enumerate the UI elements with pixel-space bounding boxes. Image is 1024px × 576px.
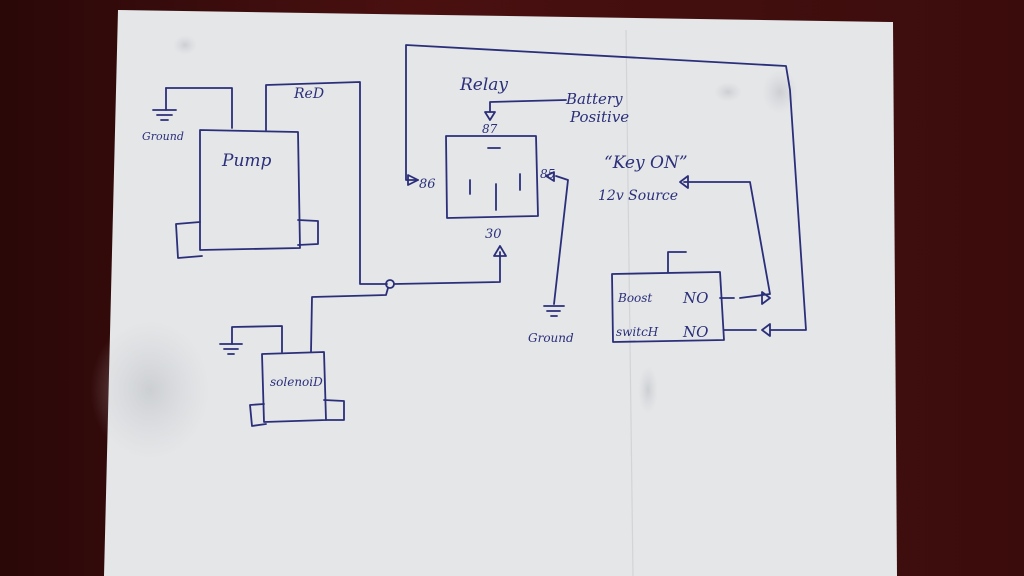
- stain-left: [90, 320, 210, 460]
- label-positive: Positive: [569, 108, 629, 126]
- arrow-pin-86: [407, 174, 419, 186]
- label-pin-30: 30: [485, 227, 502, 242]
- wire-red: [265, 81, 388, 285]
- ground-symbol-solenoid: [219, 325, 283, 355]
- boost-switch-block: [611, 251, 725, 343]
- label-relay: Relay: [459, 75, 508, 95]
- label-pin-87: 87: [482, 122, 498, 136]
- label-boost: Boost: [617, 291, 652, 305]
- wire-85-to-ground: [553, 175, 569, 305]
- wire-pump-ground: [165, 87, 233, 129]
- paper-fold: [625, 29, 634, 576]
- ground-symbol-left: [152, 87, 177, 121]
- stain-top-right: [714, 82, 742, 102]
- arrow-pin-85: [545, 171, 555, 182]
- label-red: ReD: [293, 86, 324, 102]
- label-no-bottom: NO: [682, 323, 708, 341]
- label-battery: Battery: [565, 90, 623, 108]
- wire-battery-to-87: [489, 99, 567, 113]
- label-12v-source: 12v Source: [598, 188, 678, 204]
- arrow-key-on: [679, 175, 689, 189]
- label-ground-left: Ground: [142, 130, 184, 143]
- arrow-boost-no: [761, 291, 771, 305]
- arrow-pin-87: [484, 111, 496, 121]
- label-key-on: “Key ON”: [604, 153, 688, 173]
- arrow-switch: [761, 323, 771, 337]
- wire-86-loop: [405, 44, 807, 331]
- pump-block: [175, 129, 319, 259]
- wire-key-on: [683, 181, 771, 299]
- label-pin-86: 86: [419, 177, 436, 192]
- ground-symbol-relay: [543, 305, 565, 317]
- paper-sheet: [104, 10, 897, 576]
- relay-block: [445, 135, 539, 219]
- solenoid-block: [249, 351, 345, 427]
- label-pin-85: 85: [540, 167, 555, 181]
- stain-mid: [638, 366, 658, 414]
- label-solenoid: solenoiD: [270, 375, 323, 389]
- label-switch: switcH: [616, 325, 659, 339]
- label-pump: Pump: [221, 151, 272, 171]
- wire-junction-to-30: [393, 251, 501, 285]
- label-no-top: NO: [682, 289, 708, 307]
- stain-top-left: [173, 35, 197, 55]
- arrow-pin-30: [493, 245, 507, 257]
- label-ground-relay: Ground: [528, 331, 574, 345]
- stain-right: [762, 70, 798, 114]
- wire-junction-to-solenoid: [310, 287, 389, 353]
